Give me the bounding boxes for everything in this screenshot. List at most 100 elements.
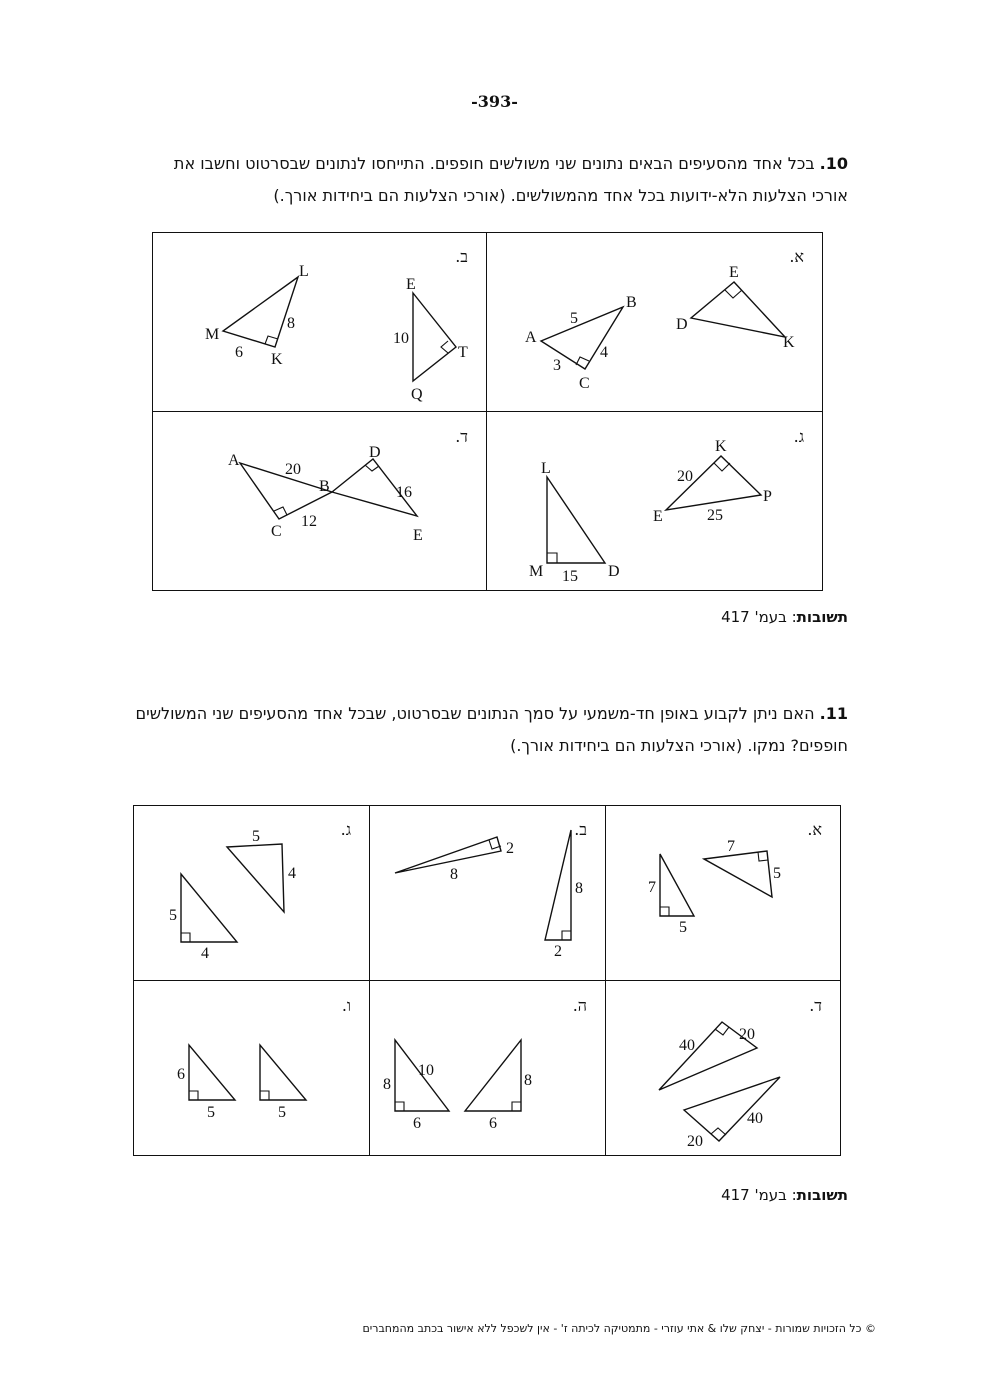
triangle-bde: [330, 458, 419, 518]
side-length: 4: [600, 344, 608, 361]
question-11-text-1: האם ניתן לקבוע באופן חד-משמעי על סמך הנת…: [135, 704, 820, 723]
side-length: 5: [252, 828, 260, 845]
right-angle-mark: [488, 839, 502, 850]
right-angle-mark: [440, 340, 449, 354]
q11-cell-e: ה. 8 10 6 8 6: [371, 982, 605, 1155]
triangle-2: [701, 850, 773, 899]
cell-label: א.: [807, 820, 822, 839]
right-angle-mark: [561, 930, 571, 940]
triangle-2: [463, 1037, 522, 1112]
vertex-label: B: [319, 478, 330, 495]
question-11: 11. האם ניתן לקבוע באופן חד-משמעי על סמך…: [110, 698, 848, 762]
cell-label: ג.: [793, 427, 804, 446]
grid-divider: [134, 980, 840, 981]
q11-figure-grid: א. 7 5 7 5 ב. 2 8 8 2 ג. 5: [133, 805, 841, 1156]
side-length: 20: [285, 461, 301, 478]
right-angle-mark: [189, 1090, 199, 1100]
q10-cell-b: ב. E T Q 10 L M K 8 6: [153, 233, 486, 411]
side-length: 6: [489, 1115, 497, 1132]
triangle-1: [394, 836, 502, 874]
side-length: 2: [554, 943, 562, 960]
side-length: 20: [739, 1026, 755, 1043]
answer-label: תשובות: [796, 1186, 848, 1204]
side-length: 8: [524, 1072, 532, 1089]
q10-cell-d: ד. A B C D E 20 12 16: [153, 413, 486, 590]
question-10-number: 10.: [819, 154, 848, 173]
side-length: 16: [396, 484, 412, 501]
side-length: 15: [562, 568, 578, 585]
grid-divider: [153, 411, 822, 412]
side-length: 20: [687, 1133, 703, 1150]
right-angle-mark: [547, 552, 558, 563]
side-length: 20: [677, 468, 693, 485]
vertex-label: K: [271, 351, 283, 368]
right-angle-mark: [710, 1127, 727, 1136]
right-angle-mark: [713, 462, 731, 472]
side-length: 2: [506, 840, 514, 857]
q11-cell-a: א. 7 5 7 5: [607, 806, 840, 980]
triangle-2: [682, 1076, 781, 1142]
triangle-1: [658, 1021, 759, 1091]
right-angle-mark: [660, 906, 670, 916]
triangle-1: [225, 843, 285, 914]
q11-c-triangles: 5 4 5 4: [169, 828, 296, 962]
vertex-label: L: [299, 263, 309, 280]
triangle-acb: [238, 461, 334, 520]
vertex-label: M: [205, 326, 219, 343]
side-length: 3: [553, 357, 561, 374]
side-length: 8: [450, 866, 458, 883]
vertex-label: D: [676, 316, 688, 333]
vertex-label: E: [653, 508, 663, 525]
right-angle-mark: [757, 851, 769, 862]
right-angle-mark: [364, 464, 380, 472]
q11-cell-c: ג. 5 4 5 4: [134, 806, 369, 980]
answer-text: : בעמ' 417: [721, 608, 797, 626]
q10-answer: תשובות: בעמ' 417: [500, 608, 848, 626]
side-length: 8: [575, 880, 583, 897]
copyright-footer: © כל הזכויות שמורות - יצחק שלו & אתי עוז…: [362, 1322, 876, 1335]
side-length: 5: [278, 1104, 286, 1121]
side-length: 6: [413, 1115, 421, 1132]
vertex-label: L: [541, 460, 551, 477]
q11-cell-f: ו. 6 5 5: [134, 982, 369, 1155]
q11-answer: תשובות: בעמ' 417: [500, 1186, 848, 1204]
q10-b-triangles: E T Q 10 L M K 8 6: [205, 263, 468, 403]
question-11-line-2: חופפים? נמקו. (אורכי הצלעות הם ביחידות א…: [510, 736, 848, 755]
vertex-label: A: [525, 329, 537, 346]
cell-label: א.: [789, 247, 804, 266]
vertex-label: P: [763, 488, 772, 505]
triangle-kep: [663, 455, 763, 512]
vertex-label: K: [715, 438, 727, 455]
answer-label: תשובות: [796, 608, 848, 626]
side-length: 5: [773, 865, 781, 882]
cell-label: ו.: [341, 996, 351, 1015]
triangle-2: [544, 829, 572, 941]
q11-f-triangles: 6 5 5: [177, 1043, 308, 1121]
side-length: 25: [707, 507, 723, 524]
side-length: 12: [301, 513, 317, 530]
q11-b-triangles: 2 8 8 2: [394, 829, 583, 960]
right-angle-mark: [264, 335, 279, 345]
question-10-line-2: אורכי הצלעות הלא-ידועות בכל אחד מהמשולשי…: [273, 186, 848, 205]
side-length: 5: [570, 310, 578, 327]
side-length: 5: [169, 907, 177, 924]
q11-a-triangles: 7 5 7 5: [648, 838, 781, 936]
right-angle-mark: [724, 289, 743, 299]
side-length: 40: [747, 1110, 763, 1127]
right-angle-mark: [273, 506, 288, 516]
q10-a-triangles: E D K A B C 5 3 4: [525, 264, 795, 392]
triangle-lmk: [221, 275, 300, 348]
q10-d-triangles: A B C D E 20 12 16: [228, 444, 423, 544]
cell-label: ב.: [574, 820, 587, 839]
vertex-label: C: [271, 523, 282, 540]
side-length: 8: [287, 315, 295, 332]
right-angle-mark: [511, 1101, 521, 1111]
q10-figure-grid: א. E D K A B C 5 3 4 ב. E T Q 10: [152, 232, 823, 591]
triangle-1: [188, 1043, 237, 1101]
q10-cell-c: ג. K E P 20 25 L M D 15: [488, 413, 822, 590]
vertex-label: E: [406, 276, 416, 293]
question-10-line-1: 10. בכל אחד מהסעיפים הבאים נתונים שני מש…: [110, 148, 848, 180]
side-length: 5: [679, 919, 687, 936]
question-11-number: 11.: [819, 704, 848, 723]
triangle-1: [659, 853, 696, 917]
